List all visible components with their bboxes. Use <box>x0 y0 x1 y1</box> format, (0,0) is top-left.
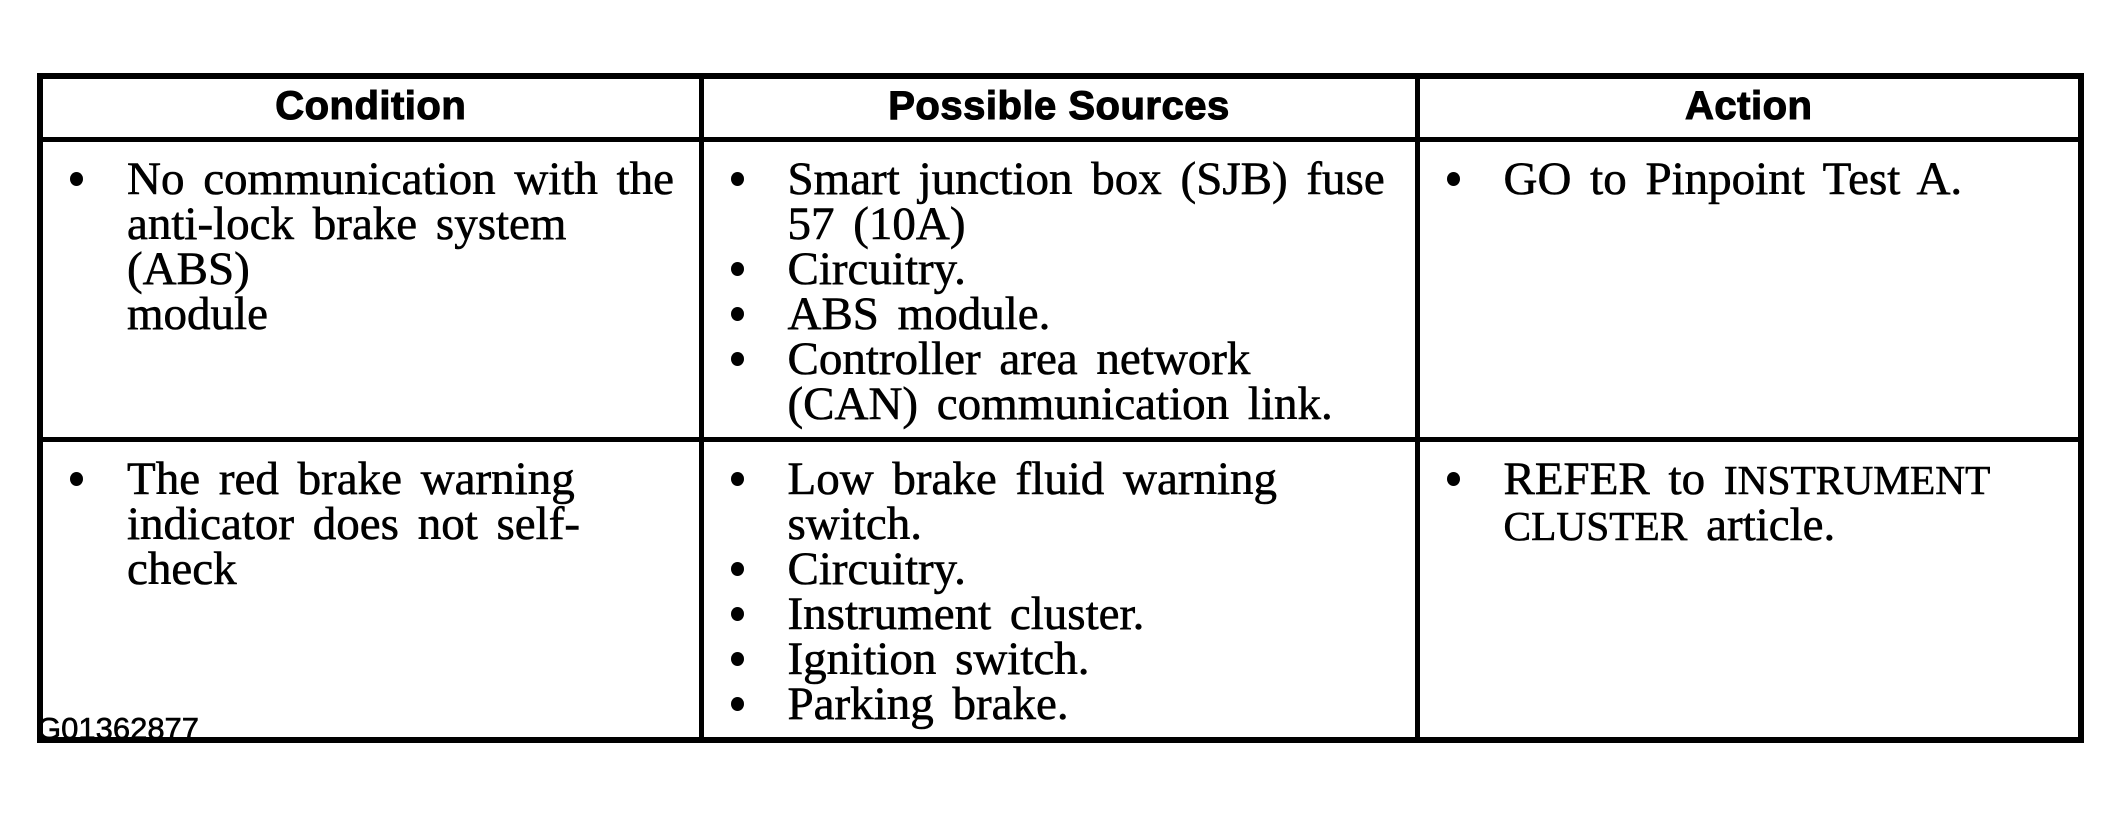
action-text-article-ref: INSTRUMENT <box>1723 457 1991 503</box>
list-item: Circuitry. <box>704 243 1401 295</box>
list-item: ABS module. <box>704 288 1401 340</box>
bullet-icon <box>730 607 744 621</box>
source-text-line: Smart junction box (SJB) fuse <box>787 153 1385 205</box>
source-text-line: Circuitry. <box>787 543 966 595</box>
bullet-icon <box>730 472 744 486</box>
bullet-icon <box>730 352 744 366</box>
list-item: Instrument cluster. <box>704 588 1401 640</box>
source-text-line: Parking brake. <box>787 678 1069 730</box>
source-text-line: 57 (10A) <box>787 198 966 250</box>
list-item: Low brake fluid warning switch. <box>704 453 1401 550</box>
bullet-icon <box>1446 472 1460 486</box>
bullet-icon <box>70 172 83 186</box>
table-row: The red brake warning indicator does not… <box>37 437 2084 743</box>
list-item: Controller area network (CAN) communicat… <box>704 333 1401 430</box>
header-condition-label: Condition <box>275 83 467 128</box>
action-text-line: GO to Pinpoint Test A. <box>1503 153 1963 205</box>
list-item: GO to Pinpoint Test A. <box>1420 153 2065 205</box>
condition-text-line: anti-lock brake system (ABS) <box>127 198 586 295</box>
action-cell-2: REFER to INSTRUMENT CLUSTER article. <box>1414 437 2084 743</box>
bullet-icon <box>70 472 83 486</box>
bullet-icon <box>730 262 744 276</box>
table-header-row: Condition Possible Sources Action <box>37 73 2084 142</box>
condition-text-line: No communication with the <box>127 153 675 205</box>
source-text-line: (CAN) communication link. <box>787 378 1333 430</box>
action-text-article-ref: CLUSTER <box>1503 503 1688 549</box>
source-text-line: switch. <box>787 498 922 550</box>
condition-cell-2: The red brake warning indicator does not… <box>37 437 704 743</box>
condition-cell-1: No communication with the anti-lock brak… <box>37 137 704 442</box>
source-text-line: Circuitry. <box>787 243 966 295</box>
diagnostic-table: Condition Possible Sources Action No com… <box>37 73 2084 743</box>
header-condition: Condition <box>37 73 704 142</box>
header-action-label: Action <box>1684 83 1813 128</box>
bullet-icon <box>730 697 744 711</box>
condition-text-line: indicator does not self-check <box>127 498 581 595</box>
list-item: REFER to INSTRUMENT CLUSTER article. <box>1420 455 2065 549</box>
bullet-icon <box>730 172 744 186</box>
source-text-line: Ignition switch. <box>787 633 1090 685</box>
condition-text-line: module <box>127 288 269 340</box>
bullet-icon <box>730 307 744 321</box>
source-text-line: ABS module. <box>787 288 1051 340</box>
source-text-line: Instrument cluster. <box>787 588 1145 640</box>
condition-text-line: The red brake warning <box>127 453 575 505</box>
list-item: Parking brake. <box>704 678 1401 730</box>
action-text-normal: REFER to <box>1503 453 1724 505</box>
sources-cell-2: Low brake fluid warning switch. Circuitr… <box>698 437 1420 743</box>
source-text-line: Low brake fluid warning <box>787 453 1278 505</box>
action-text-normal: article. <box>1687 499 1836 551</box>
source-text-line: Controller area network <box>787 333 1251 385</box>
table-row: No communication with the anti-lock brak… <box>37 137 2084 442</box>
header-possible-sources: Possible Sources <box>698 73 1420 142</box>
action-text-line: CLUSTER article. <box>1503 501 2065 549</box>
list-item: Smart junction box (SJB) fuse 57 (10A) <box>704 153 1401 250</box>
sources-cell-1: Smart junction box (SJB) fuse 57 (10A) C… <box>698 137 1420 442</box>
list-item: Ignition switch. <box>704 633 1401 685</box>
list-item: The red brake warning indicator does not… <box>43 453 685 595</box>
list-item: No communication with the anti-lock brak… <box>43 153 685 340</box>
header-action: Action <box>1414 73 2084 142</box>
action-text-line: REFER to INSTRUMENT <box>1503 455 2065 503</box>
list-item: Circuitry. <box>704 543 1401 595</box>
bullet-icon <box>730 562 744 576</box>
bullet-icon <box>730 652 744 666</box>
action-cell-1: GO to Pinpoint Test A. <box>1414 137 2084 442</box>
header-possible-sources-label: Possible Sources <box>888 83 1230 128</box>
bullet-icon <box>1446 172 1460 186</box>
figure-id-label: G01362877 <box>37 711 200 746</box>
